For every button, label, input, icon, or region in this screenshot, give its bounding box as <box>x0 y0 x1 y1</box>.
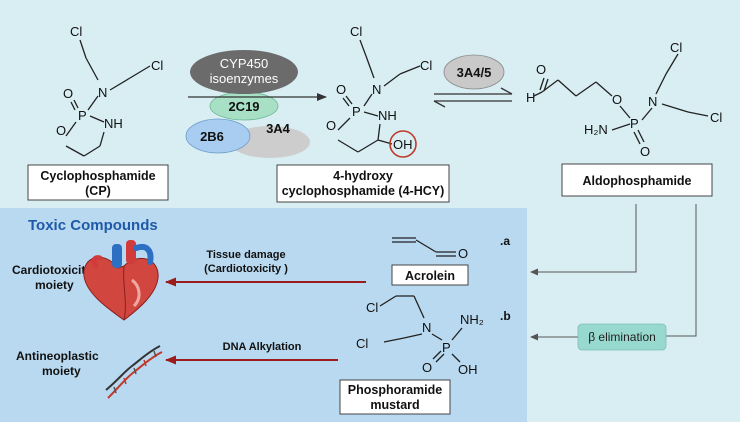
cyp450-label-line2: isoenzymes <box>210 71 279 86</box>
atom-h: H <box>526 90 535 105</box>
atom-cl: Cl <box>670 40 682 55</box>
acrolein-label-box: Acrolein <box>391 264 469 286</box>
atom-o: O <box>336 82 346 97</box>
toxic-compounds-title: Toxic Compounds <box>28 217 158 234</box>
mustard-label-line1: Phosphoramide <box>348 383 443 397</box>
iso-3a4-label: 3A4 <box>266 121 291 136</box>
cardiotoxicity-moiety-line2: moiety <box>35 278 74 292</box>
hcy-label-line2: cyclophosphamide (4-HCY) <box>282 184 445 198</box>
iso-2b6-label: 2B6 <box>200 129 224 144</box>
aldophosphamide-structure: O H O P N Cl Cl H₂N O <box>526 40 722 159</box>
phosphoramide-mustard-label-box: Phosphoramide mustard <box>339 379 451 415</box>
atom-cl: Cl <box>366 300 378 315</box>
hydroxy-cyclophosphamide-label-box: 4-hydroxy cyclophosphamide (4-HCY) <box>276 164 450 203</box>
dna-alkylation-label: DNA Alkylation <box>223 341 302 353</box>
cyclophosphamide-label-box: Cyclophosphamide (CP) <box>27 164 169 201</box>
marker-b: .b <box>500 309 511 323</box>
atom-o: O <box>56 123 66 138</box>
atom-p: P <box>442 340 451 355</box>
atom-n: N <box>422 320 431 335</box>
aldophosphamide-label: Aldophosphamide <box>582 174 691 188</box>
tissue-damage-label-line1: Tissue damage <box>206 249 285 261</box>
atom-cl: Cl <box>710 110 722 125</box>
mustard-label-line2: mustard <box>370 398 419 412</box>
aldo-to-acrolein-connector <box>530 204 637 276</box>
atom-p: P <box>352 104 361 119</box>
atom-p: P <box>78 108 87 123</box>
reversible-equilibrium: 3A4/5 <box>433 54 513 108</box>
atom-o: O <box>536 62 546 77</box>
atom-nh2: NH₂ <box>460 312 484 327</box>
enzyme-3a45-ellipse <box>443 54 505 90</box>
aldo-to-mustard-connector <box>666 204 697 337</box>
oh-highlight-circle <box>389 130 417 158</box>
atom-oh: OH <box>458 362 478 377</box>
hcy-label-line1: 4-hydroxy <box>333 169 393 183</box>
antineoplastic-moiety-line1: Antineoplastic <box>16 349 99 363</box>
cyp450-enzyme-cluster: CYP450 isoenzymes 2C19 2B6 3A4 <box>185 50 310 158</box>
cyclophosphamide-structure: Cl N Cl O P NH O <box>56 24 163 157</box>
acrolein-structure: O <box>392 237 468 261</box>
atom-n: N <box>98 85 107 100</box>
atom-nh: NH <box>104 116 123 131</box>
beta-elimination-box: β elimination <box>577 323 667 351</box>
cyp450-ellipse <box>190 50 298 94</box>
atom-cl: Cl <box>356 336 368 351</box>
tissue-damage-label-line2: (Cardiotoxicity ) <box>204 263 288 275</box>
cyclophosphamide-label-line1: Cyclophosphamide <box>40 169 155 183</box>
iso-2c19-label: 2C19 <box>228 99 259 114</box>
atom-h2n: H₂N <box>584 122 608 137</box>
atom-p: P <box>630 116 639 131</box>
atom-cl: Cl <box>350 24 362 39</box>
cyclophosphamide-label-line2: (CP) <box>85 184 111 198</box>
iso-2b6-ellipse <box>185 118 251 154</box>
atom-n: N <box>648 94 657 109</box>
aldophosphamide-label-box: Aldophosphamide <box>561 163 713 197</box>
atom-o: O <box>422 360 432 375</box>
acrolein-label: Acrolein <box>405 269 455 283</box>
cyp450-label-line1: CYP450 <box>220 56 268 71</box>
atom-o: O <box>326 118 336 133</box>
atom-n: N <box>372 82 381 97</box>
atom-cl: Cl <box>420 58 432 73</box>
atom-o: O <box>640 144 650 159</box>
dna-helix-icon <box>105 345 163 399</box>
atom-cl: Cl <box>151 58 163 73</box>
heart-icon <box>83 240 159 321</box>
phosphoramide-mustard-structure: Cl N Cl P NH₂ O OH <box>356 295 484 377</box>
beta-elimination-label: β elimination <box>588 330 656 344</box>
atom-o: O <box>63 86 73 101</box>
atom-cl: Cl <box>70 24 82 39</box>
atom-nh: NH <box>378 108 397 123</box>
antineoplastic-moiety-line2: moiety <box>42 364 81 378</box>
atom-o: O <box>458 246 468 261</box>
hydroxy-cyclophosphamide-structure: Cl N Cl O P NH O OH <box>326 24 432 158</box>
cardiotoxicity-moiety-line1: Cardiotoxicity <box>12 263 92 277</box>
marker-a: .a <box>500 234 510 248</box>
atom-o: O <box>612 92 622 107</box>
enzyme-3a45-label: 3A4/5 <box>457 65 492 80</box>
atom-oh: OH <box>393 137 413 152</box>
